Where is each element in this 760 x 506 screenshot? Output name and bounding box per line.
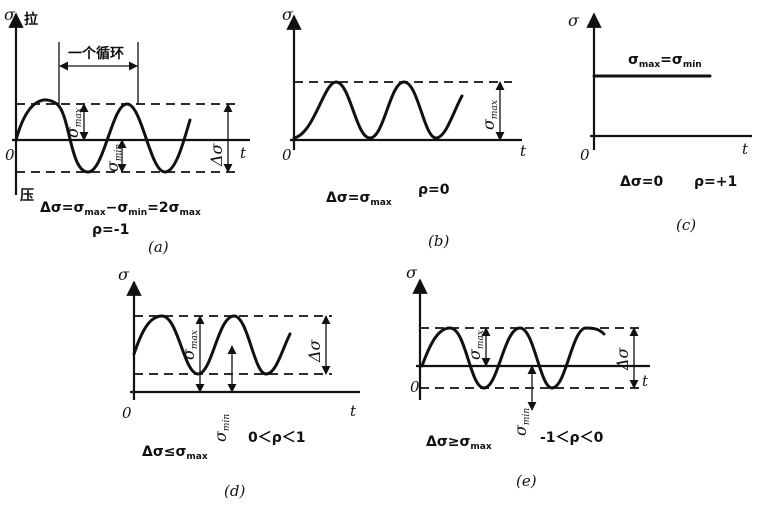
panel-b-formula: Δσ=σmax (326, 190, 392, 208)
panel-b-stress-curve (292, 80, 464, 140)
panel-e-formula: Δσ≥σmax (426, 434, 492, 452)
panel-a-stress-curve (14, 98, 192, 174)
panel-e-delta-sigma-label: Δσ (613, 346, 632, 371)
panel-e-caption: (e) (516, 472, 537, 490)
panel-d-t-label: t (350, 402, 357, 420)
panel-c-origin: 0 (580, 146, 590, 164)
panel-a: σ 拉 压 0 t 一个循环 σmax σmin Δσ Δσ=σmax−σmin… (4, 5, 250, 256)
panel-e-stress-curve (420, 326, 606, 390)
panel-b-t-label: t (520, 142, 527, 160)
panel-d: σ 0 t σmax σmin Δσ Δσ≤σmax 0＜ρ＜1 (d) (118, 265, 360, 500)
panel-a-formula: Δσ=σmax−σmin=2σmax (40, 200, 201, 218)
panel-b-origin: 0 (282, 146, 292, 164)
panel-d-sigma-label: σ (118, 265, 130, 284)
panel-e-sigma-label: σ (406, 263, 418, 282)
panel-e-rho: -1＜ρ＜0 (540, 430, 604, 446)
panel-a-sigma-max-label: σmax (63, 108, 84, 138)
panel-e-origin: 0 (410, 378, 420, 396)
panel-e-sigma-min-label: σmin (511, 408, 532, 436)
panel-a-tension-label: 拉 (24, 11, 38, 28)
panel-b-sigma-label: σ (282, 5, 294, 24)
panel-b: σ 0 t σmax Δσ=σmax ρ=0 (b) (282, 5, 527, 250)
panel-c: σ 0 t σmax=σmin Δσ=0 ρ=+1 (c) (568, 11, 752, 234)
panel-a-caption: (a) (148, 238, 169, 256)
panel-d-sigma-max-label: σmax (179, 330, 200, 360)
panel-a-origin: 0 (5, 146, 15, 164)
panel-a-rho: ρ=-1 (92, 222, 129, 238)
panel-a-compression-label: 压 (20, 188, 34, 204)
panel-b-caption: (b) (428, 232, 449, 250)
panel-d-stress-curve (132, 314, 292, 376)
panel-c-top-label: σmax=σmin (628, 52, 702, 70)
panel-c-t-label: t (742, 140, 749, 158)
panel-a-sigma-label: σ (4, 5, 16, 24)
panel-c-sigma-label: σ (568, 11, 580, 30)
panel-d-origin: 0 (122, 404, 132, 422)
panel-e-t-label: t (642, 372, 649, 390)
panel-d-caption: (d) (224, 482, 245, 500)
panel-c-caption: (c) (676, 216, 696, 234)
panel-a-delta-sigma-label: Δσ (207, 142, 226, 167)
panel-b-sigma-max-label: σmax (479, 100, 500, 130)
panel-b-rho: ρ=0 (418, 182, 450, 198)
panel-a-sigma-min-label: σmin (103, 144, 124, 172)
panel-a-t-label: t (240, 144, 247, 162)
panel-e-sigma-max-label: σmax (465, 330, 486, 360)
panel-d-formula: Δσ≤σmax (142, 444, 208, 462)
panel-d-delta-sigma-label: Δσ (305, 338, 324, 363)
panel-c-rho: ρ=+1 (694, 174, 737, 190)
panel-e: σ 0 t σmax σmin Δσ Δσ≥σmax -1＜ρ＜0 (e) (406, 263, 650, 490)
panel-c-formula: Δσ=0 (620, 174, 663, 190)
panel-d-sigma-min-label: σmin (211, 414, 232, 442)
panel-a-cycle-label: 一个循环 (68, 45, 124, 62)
panel-d-rho: 0＜ρ＜1 (248, 430, 306, 446)
